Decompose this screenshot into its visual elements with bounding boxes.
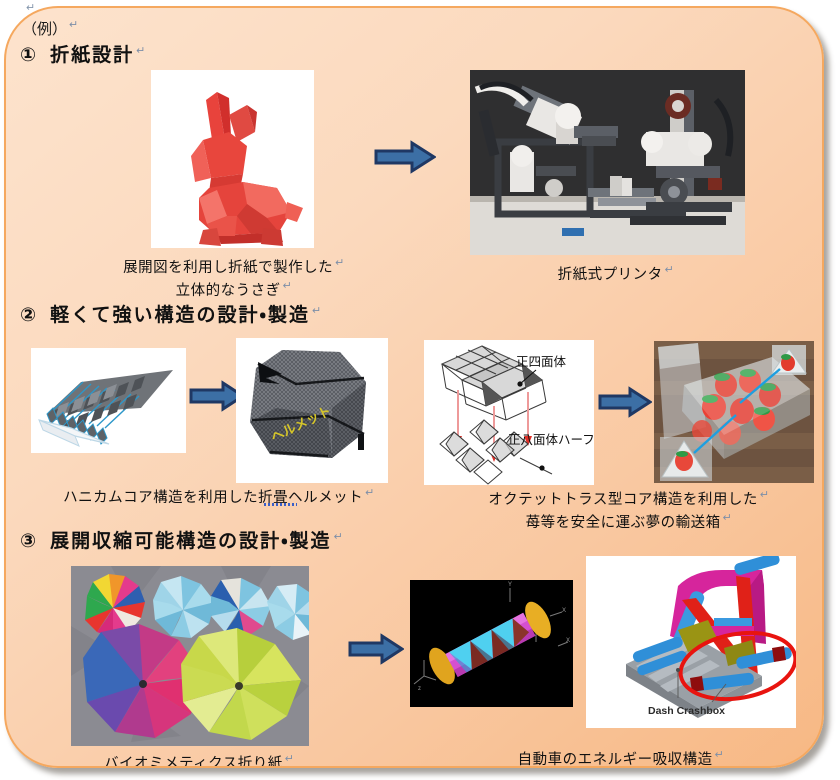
pilcrow-icon: ↵	[333, 530, 345, 543]
arrow-section1	[374, 140, 436, 174]
section-heading-2: ② 軽くて強い構造の設計・製造↵	[20, 300, 323, 327]
section-title-1: 折紙設計	[50, 45, 135, 66]
pilcrow-icon: ↵	[136, 44, 148, 57]
caption-octet-truss-box: オクテットトラス型コア構造を利用した↵ 苺等を安全に運ぶ夢の輸送箱↵	[488, 489, 770, 531]
caption-origami-printer: 折紙式プリンタ↵	[557, 264, 675, 283]
origami-bunny-photo	[151, 70, 314, 248]
svg-text:正四面体: 正四面体	[516, 355, 567, 369]
caption-origami-bunny: 展開図を利用し折紙で製作した↵ 立体的なうさぎ↵	[123, 257, 345, 299]
car-energy-absorption-cad: Dash Crashbox	[586, 556, 796, 728]
section-number-2: ②	[20, 304, 39, 326]
strawberry-transport-box-photo	[654, 341, 814, 483]
svg-text:X: X	[562, 608, 566, 614]
pilcrow-icon: ↵	[365, 487, 375, 499]
section-title-2: 軽くて強い構造の設計・製造	[50, 305, 310, 326]
origami-crash-tube-cad: zY XY X	[410, 580, 573, 707]
spellcheck-underline	[264, 503, 297, 506]
pilcrow-icon: ↵	[312, 304, 324, 317]
svg-text:正八面体ハーフ: 正八面体ハーフ	[508, 433, 594, 447]
section-number-3: ③	[20, 530, 39, 552]
pilcrow-icon: ↵	[759, 489, 770, 501]
section-heading-3: ③ 展開収縮可能構造の設計・製造↵	[20, 526, 345, 553]
arrow-section2-left	[189, 380, 245, 412]
section-title-3: 展開収縮可能構造の設計・製造	[50, 531, 332, 552]
section-heading-1: ① 折紙設計↵	[20, 40, 147, 67]
caption-biomimetics-origami: バイオミメティクス折り紙↵	[104, 753, 295, 768]
pilcrow-icon: ↵	[284, 753, 295, 765]
arrow-section2-right	[598, 386, 652, 418]
svg-text:z: z	[418, 686, 421, 692]
honeycomb-core-diagram	[31, 348, 186, 453]
folded-helmet-mesh-image: ヘルメット	[236, 338, 388, 483]
arrow-section3	[348, 633, 404, 665]
caption-car-energy-absorption: 自動車のエネルギー吸収構造↵	[517, 749, 725, 768]
octet-truss-diagram: 正四面体 正八面体ハーフ	[424, 340, 594, 485]
example-label: （例）↵	[22, 19, 79, 38]
pilcrow-icon: ↵	[69, 19, 79, 31]
origami-printer-photo	[470, 70, 745, 255]
svg-text:Y: Y	[508, 582, 512, 588]
pilcrow-icon: ↵	[722, 511, 733, 524]
svg-text:Dash Crashbox: Dash Crashbox	[648, 705, 725, 717]
pilcrow-icon: ↵	[714, 749, 725, 761]
caption-honeycomb-helmet: ハニカムコア構造を利用した折畳ヘルメット↵	[63, 487, 375, 506]
pilcrow-icon: ↵	[664, 264, 675, 276]
svg-text:X: X	[566, 638, 570, 644]
paragraph-mark-top: ↵	[26, 2, 35, 14]
pilcrow-icon: ↵	[282, 279, 293, 292]
biomimetics-origami-photo	[71, 566, 309, 746]
section-number-1: ①	[20, 44, 39, 66]
pilcrow-icon: ↵	[335, 257, 345, 269]
